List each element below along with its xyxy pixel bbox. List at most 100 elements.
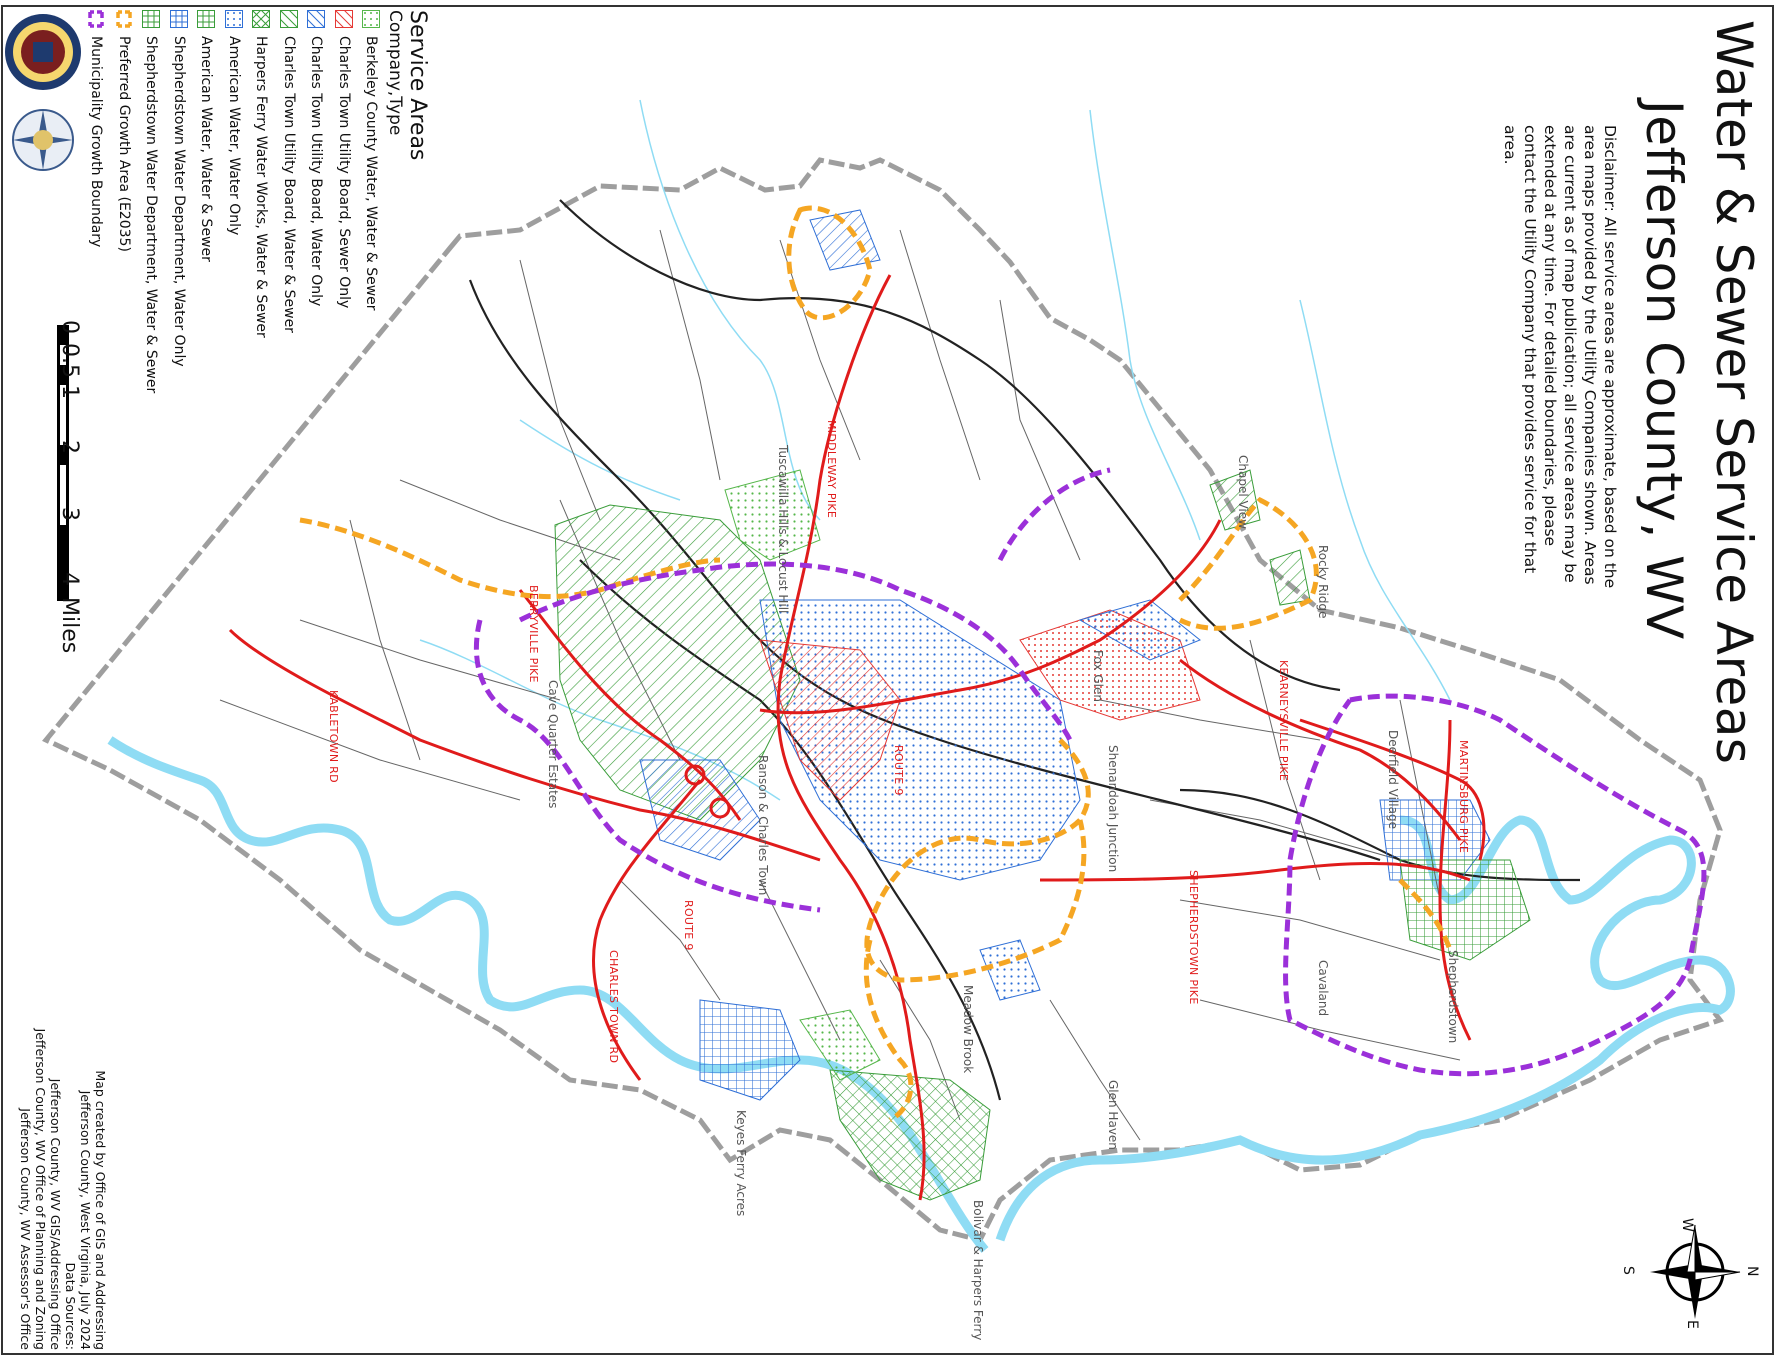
service-area-berkeley-county[interactable] [724,469,821,561]
place-label: Cavaland [1316,960,1330,1017]
compass-w: W [1679,1218,1695,1232]
legend-item: Charles Town Utility Board, Water Only [303,10,331,393]
map-title: Water & Sewer Service Areas [1705,20,1763,765]
stream [639,99,821,521]
legend-item: Shepherdstown Water Department, Water & … [138,10,166,393]
legend-swatch-icon [307,10,326,28]
major-roads [228,274,1486,1201]
service-area-charles-town-water[interactable] [639,759,761,861]
legend: Service Areas Company,Type Berkeley Coun… [83,10,430,393]
credits: Map created by Office of GIS and Address… [18,990,108,1350]
legend-swatch-icon [334,10,353,28]
stream [1299,299,1451,701]
service-area-meadow-brook[interactable] [979,939,1041,1001]
scale-bar [57,325,69,601]
county-boundary [42,157,1725,1243]
legend-subheading: Company,Type [385,10,405,136]
potomac-river [995,815,1735,1242]
service-area-harpers-ferry[interactable] [829,1069,991,1201]
service-area-fox-glen-blue[interactable] [1078,599,1201,661]
legend-item-label: Harpers Ferry Water Works, Water & Sewer [253,36,270,338]
legend-item-label: American Water, Water Only [225,36,242,236]
compass-n: N [1744,1266,1760,1277]
legend-item: Charles Town Utility Board, Sewer Only [330,10,358,393]
legend-item-label: Shepherdstown Water Department, Water & … [143,36,160,394]
road-label: CHARLES TOWN RD [607,950,620,1064]
compass-e: E [1684,1320,1700,1329]
legend-swatch-icon [142,10,161,28]
scale-tick-1: 1 [57,385,82,399]
credit-line: Data Sources: [63,1262,78,1350]
legend-swatch-icon [279,10,298,28]
credit-line: Map created by Office of GIS and Address… [93,1070,108,1350]
credit-line: Jefferson County, WV Assessor's Office [18,1108,33,1350]
municipality-growth-boundary [473,467,1707,1077]
legend-item-label: Charles Town Utility Board, Water Only [308,36,325,307]
north-arrow-icon [1650,1224,1741,1319]
legend-item: Shepherdstown Water Department, Water On… [165,10,193,393]
scale-tick-0: 0 [57,320,82,334]
legend-item-label: Preferred Growth Area (E2035) [115,36,132,252]
legend-item: Harpers Ferry Water Works, Water & Sewer [248,10,276,393]
place-label: Rocky Ridge [1316,545,1330,619]
place-label: Shenandoah Junction [1106,745,1120,873]
map-frame [1,5,1774,1355]
compass-s: S [1620,1266,1636,1275]
place-label: Cave Quarter Estates [546,680,560,809]
legend-item-label: American Water, Water & Sewer [198,36,215,262]
scale-labels: 0 0.5 1 2 3 4 Miles [57,320,82,653]
scale-tick-2: 2 [57,440,82,454]
legend-item-label: Charles Town Utility Board, Sewer Only [335,36,352,309]
credit-line: Jefferson County, WV GIS/Addressing Offi… [48,1078,63,1350]
legend-item-label: Shepherdstown Water Department, Water On… [170,36,187,367]
legend-swatch-icon [362,10,381,28]
legend-item: American Water, Water Only [220,10,248,393]
credit-line: Jefferson County, WV Office of Planning … [33,1028,48,1350]
place-label: Ranson & Charles Town [756,755,770,896]
service-area-charles-town-sewer[interactable] [759,639,901,801]
place-label: Keyes Ferry Acres [734,1110,748,1217]
legend-item: American Water, Water & Sewer [193,10,221,393]
place-label: Tuscawilla Hills & Locust Hill [776,445,790,614]
legend-swatch-icon [88,10,104,28]
legend-swatch-icon [169,10,188,28]
roundabout [684,764,706,786]
legend-item: Berkeley County Water, Water & Sewer [358,10,386,393]
legend-item: Charles Town Utility Board, Water & Sewe… [275,10,303,393]
road-label: MIDDLEWAY PIKE [825,420,838,519]
legend-item: Municipality Growth Boundary [83,10,111,393]
legend-swatch-icon [197,10,216,28]
scale-tick-4: 4 [57,572,82,586]
county-seal-icon [5,14,81,90]
stream [519,419,681,501]
service-area-tuscawilla[interactable] [809,209,881,271]
legend-heading: Service Areas [405,10,430,161]
road-label: KABLETOWN RD [327,690,340,783]
roundabout [709,797,731,819]
place-label: Shepherdstown [1446,950,1460,1044]
scale-unit: Miles [57,597,82,654]
legend-item-label: Berkeley County Water, Water & Sewer [363,36,380,311]
service-area-shepherdstown-water-sewer[interactable] [1399,859,1531,961]
place-label: Glen Haven [1106,1080,1120,1150]
local-roads [219,229,1461,1141]
preferred-growth-area [299,205,1453,1123]
scale-tick-3: 3 [57,507,82,521]
place-label: Bolivar & Harpers Ferry [971,1200,985,1341]
service-area-berkeley-south[interactable] [799,1009,881,1081]
legend-swatch-icon [224,10,243,28]
shenandoah-river [107,736,989,1253]
legend-swatch-icon [116,10,132,28]
service-area-american-water-blue-hill[interactable] [699,999,801,1101]
legend-item-label: Municipality Growth Boundary [88,36,105,248]
road-label: ROUTE 9 [682,900,695,951]
road-label: ROUTE 9 [892,745,905,796]
legend-swatch-icon [252,10,271,28]
service-area-rocky-ridge[interactable] [1269,549,1311,606]
place-label: Deerfield Village [1386,730,1400,829]
credit-line: Jefferson County, West Virginia, July 20… [78,1090,93,1350]
place-label: Meadow Brook [961,985,975,1074]
road-label: MARTINSBURG PIKE [1457,740,1470,854]
